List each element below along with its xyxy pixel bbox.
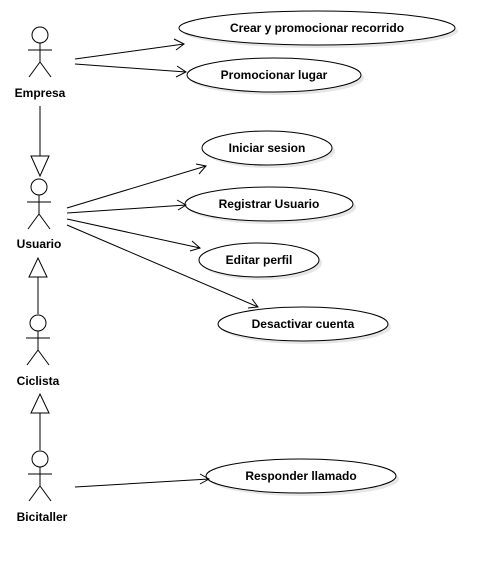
use-case-label: Editar perfil — [226, 253, 293, 267]
actor-stick-figure-icon — [28, 26, 52, 78]
association-empresa-promocionar-lugar — [74, 63, 187, 78]
actor-ciclista[interactable]: Ciclista — [17, 314, 60, 388]
actor-label: Empresa — [15, 86, 66, 100]
actor-stick-figure-icon — [26, 314, 50, 366]
use-case-responder-llamado[interactable]: Responder llamado — [205, 458, 399, 496]
association-bicitaller-responder-llamado — [74, 473, 211, 488]
generalization-bicitaller-ciclista — [30, 392, 50, 450]
use-case-label: Iniciar sesion — [229, 141, 306, 155]
association-usuario-iniciar-sesion — [66, 163, 207, 209]
use-case-label: Registrar Usuario — [219, 197, 320, 211]
generalization-empresa-usuario — [30, 106, 50, 178]
association-usuario-registrar-usuario — [66, 199, 187, 214]
actor-stick-figure-icon — [28, 450, 52, 502]
use-case-desactivar-cuenta[interactable]: Desactivar cuenta — [217, 306, 391, 344]
actor-label: Usuario — [17, 237, 62, 251]
actor-usuario[interactable]: Usuario — [17, 178, 62, 251]
association-usuario-desactivar-cuenta — [66, 224, 259, 309]
generalization-ciclista-usuario — [28, 256, 48, 314]
use-case-label: Promocionar lugar — [221, 68, 328, 82]
association-empresa-crear-recorrido — [74, 38, 185, 60]
use-case-label: Desactivar cuenta — [252, 317, 355, 331]
use-case-label: Crear y promocionar recorrido — [230, 21, 404, 35]
use-case-crear-promocionar-recorrido[interactable]: Crear y promocionar recorrido — [178, 10, 458, 48]
actor-stick-figure-icon — [27, 178, 51, 230]
use-case-promocionar-lugar[interactable]: Promocionar lugar — [186, 57, 364, 95]
actor-label: Ciclista — [17, 374, 60, 388]
use-case-label: Responder llamado — [245, 469, 356, 483]
actor-empresa[interactable]: Empresa — [15, 26, 66, 100]
actor-label: Bicitaller — [17, 510, 68, 524]
use-case-registrar-usuario[interactable]: Registrar Usuario — [184, 186, 356, 224]
use-case-editar-perfil[interactable]: Editar perfil — [198, 242, 322, 280]
use-case-iniciar-sesion[interactable]: Iniciar sesion — [201, 130, 335, 168]
actor-bicitaller[interactable]: Bicitaller — [17, 450, 68, 524]
association-usuario-editar-perfil — [66, 218, 202, 252]
